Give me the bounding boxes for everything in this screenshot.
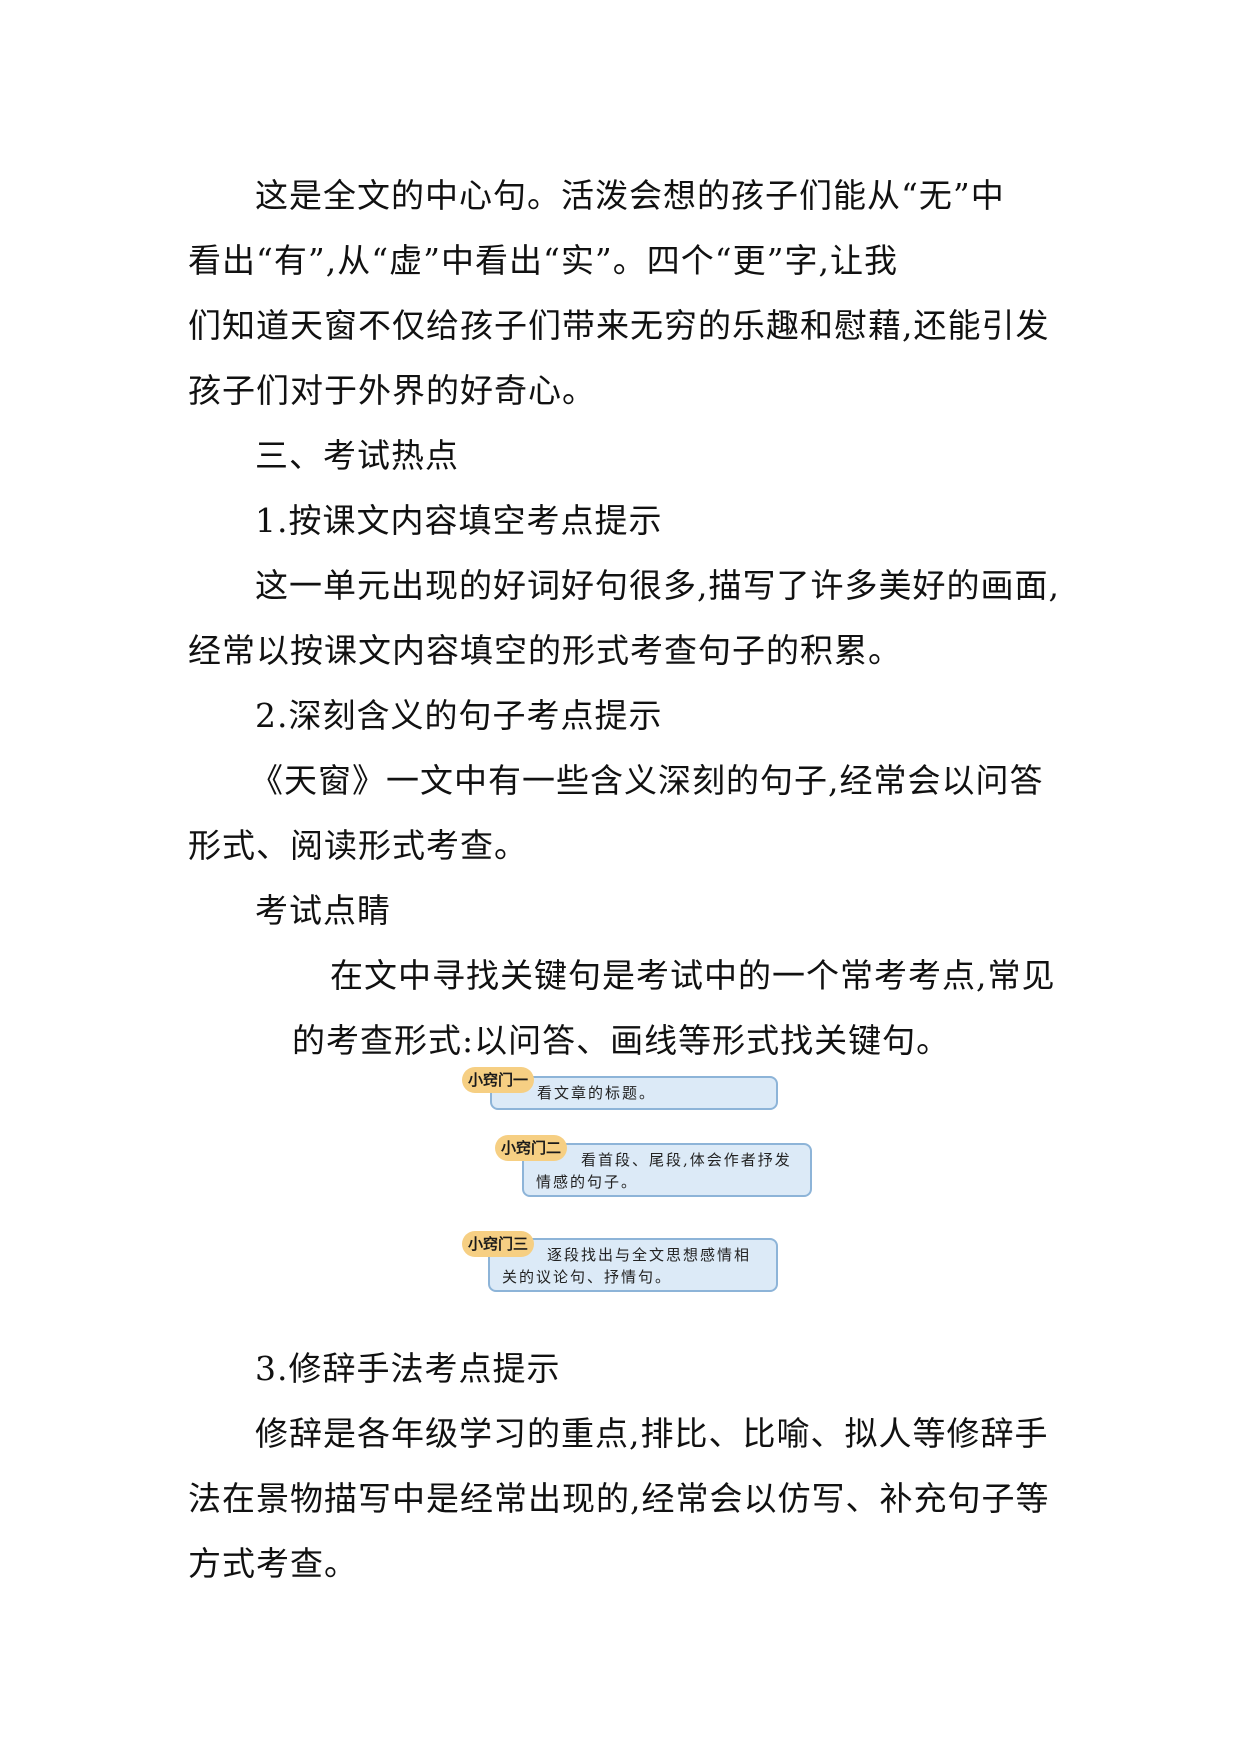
paragraph-line: 的考查形式:以问答、画线等形式找关键句。 <box>292 1021 951 1060</box>
tip-box: 逐段找出与全文思想感情相 关的议论句、抒情句。 <box>488 1238 778 1292</box>
tip-label: 小窍门二 <box>495 1135 568 1161</box>
paragraph-line: 这是全文的中心句。活泼会想的孩子们能从“无”中 <box>255 176 1005 215</box>
paragraph-line: 这一单元出现的好词好句很多,描写了许多美好的画面, <box>255 566 1060 605</box>
tip-text: 逐段找出与全文思想感情相 关的议论句、抒情句。 <box>502 1246 752 1286</box>
tips-heading: 考试点睛 <box>255 891 391 930</box>
subsection-heading: 2.深刻含义的句子考点提示 <box>255 696 663 735</box>
subsection-heading: 1.按课文内容填空考点提示 <box>255 501 663 540</box>
tip-text: 看文章的标题。 <box>537 1084 657 1102</box>
tip-box: 看首段、尾段,体会作者抒发 情感的句子。 <box>522 1143 812 1197</box>
paragraph-line: 经常以按课文内容填空的形式考查句子的积累。 <box>188 631 902 670</box>
tip-label: 小窍门一 <box>462 1067 535 1093</box>
paragraph-line: 看出“有”,从“虚”中看出“实”。四个“更”字,让我 <box>188 241 898 280</box>
section-heading: 三、考试热点 <box>255 436 459 475</box>
paragraph-line: 修辞是各年级学习的重点,排比、比喻、拟人等修辞手 <box>255 1414 1049 1453</box>
tip-label: 小窍门三 <box>462 1231 535 1257</box>
paragraph-line: 在文中寻找关键句是考试中的一个常考考点,常见 <box>330 956 1056 995</box>
paragraph-line: 《天窗》一文中有一些含义深刻的句子,经常会以问答 <box>250 761 1044 800</box>
tip-text: 看首段、尾段,体会作者抒发 情感的句子。 <box>536 1151 792 1191</box>
paragraph-line: 方式考查。 <box>188 1544 358 1583</box>
paragraph-line: 们知道天窗不仅给孩子们带来无穷的乐趣和慰藉,还能引发 <box>188 306 1050 345</box>
tip-box: 看文章的标题。 <box>490 1076 778 1110</box>
paragraph-line: 法在景物描写中是经常出现的,经常会以仿写、补充句子等 <box>188 1479 1050 1518</box>
paragraph-line: 孩子们对于外界的好奇心。 <box>188 371 596 410</box>
subsection-heading: 3.修辞手法考点提示 <box>255 1349 561 1388</box>
paragraph-line: 形式、阅读形式考查。 <box>188 826 528 865</box>
